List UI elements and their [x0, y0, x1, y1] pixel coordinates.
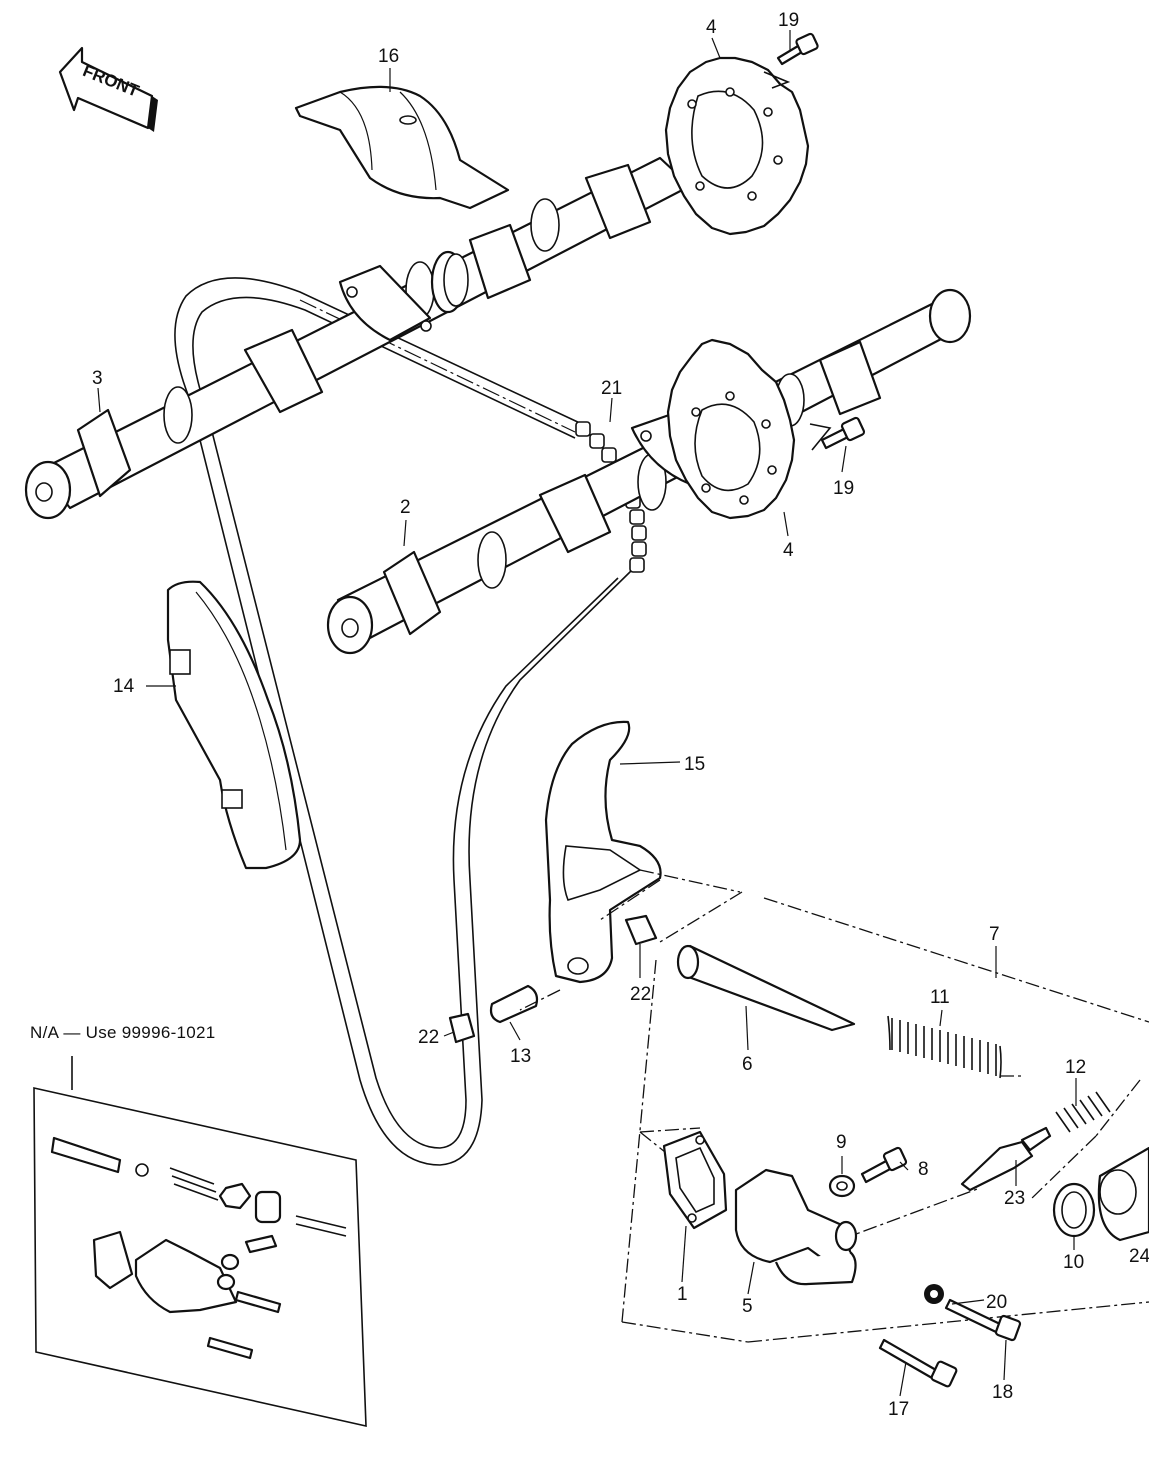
part-19-sprocket-bolt-lower[interactable] — [809, 416, 866, 451]
callout-13[interactable]: 13 — [510, 1046, 531, 1067]
callout-19-lower[interactable]: 19 — [833, 478, 854, 499]
part-22-rubber-damper-left[interactable] — [448, 1012, 476, 1044]
part-23-plunger[interactable] — [960, 1126, 1052, 1192]
callout-7[interactable]: 7 — [989, 924, 1000, 945]
callout-14[interactable]: 14 — [113, 676, 135, 697]
assembly-leader-lines — [519, 869, 1149, 1343]
callout-18[interactable]: 18 — [992, 1382, 1013, 1403]
callout-22-left[interactable]: 22 — [418, 1027, 439, 1048]
part-13-pin[interactable] — [489, 984, 539, 1024]
callout-3[interactable]: 3 — [92, 368, 103, 389]
part-8-bolt[interactable] — [860, 1146, 908, 1184]
callout-22-right[interactable]: 22 — [630, 984, 651, 1005]
callout-15[interactable]: 15 — [684, 754, 705, 775]
callout-12[interactable]: 12 — [1065, 1057, 1086, 1078]
part-17-bolt[interactable] — [878, 1338, 958, 1388]
callout-23[interactable]: 23 — [1004, 1188, 1025, 1209]
callout-4-upper[interactable]: 4 — [706, 17, 717, 38]
callout-20[interactable]: 20 — [986, 1292, 1007, 1313]
callout-17[interactable]: 17 — [888, 1399, 909, 1420]
callout-11[interactable]: 11 — [930, 987, 950, 1008]
part-20-washer[interactable] — [924, 1284, 944, 1304]
part-16-camshaft-cap-cover[interactable] — [294, 85, 510, 210]
callout-21[interactable]: 21 — [601, 378, 622, 399]
part-11-spring[interactable] — [887, 1015, 1002, 1079]
callout-5[interactable]: 5 — [742, 1296, 753, 1317]
part-9-washer[interactable] — [828, 1174, 856, 1198]
callout-labels: 1 2 3 4 4 5 6 7 8 9 10 11 12 13 14 15 16… — [92, 10, 1149, 1420]
part-12-spring[interactable] — [1055, 1091, 1111, 1133]
part-19-sprocket-bolt-upper[interactable] — [763, 32, 819, 89]
part-2-camshaft[interactable] — [326, 288, 972, 655]
callout-6[interactable]: 6 — [742, 1054, 753, 1075]
na-replacement-note: N/A — Use 99996-1021 — [30, 1023, 216, 1042]
callout-19-upper[interactable]: 19 — [778, 10, 799, 31]
part-24-sleeve[interactable] — [1097, 1146, 1149, 1242]
callout-16[interactable]: 16 — [378, 46, 399, 67]
callout-9[interactable]: 9 — [836, 1132, 847, 1153]
part-4-sprocket-upper[interactable] — [664, 56, 810, 236]
callout-2[interactable]: 2 — [400, 497, 411, 518]
part-3-camshaft[interactable] — [24, 156, 692, 520]
part-6-push-rod[interactable] — [676, 944, 856, 1032]
part-22-rubber-damper-right[interactable] — [624, 914, 658, 946]
part-14-chain-guide-rear[interactable] — [166, 580, 302, 870]
part-5-tensioner-body[interactable] — [734, 1168, 858, 1286]
part-15-chain-guide-tensioner[interactable] — [544, 720, 662, 984]
part-4-sprocket-lower[interactable] — [666, 338, 796, 520]
part-1-gasket[interactable] — [662, 1130, 728, 1230]
callout-4-lower[interactable]: 4 — [783, 540, 794, 561]
callout-leader-lines — [97, 30, 1077, 1397]
callout-8[interactable]: 8 — [918, 1159, 929, 1180]
part-18-bolt[interactable] — [944, 1298, 1022, 1342]
callout-1[interactable]: 1 — [677, 1284, 688, 1305]
part-10-washer[interactable] — [1052, 1182, 1096, 1238]
callout-24[interactable]: 24 — [1129, 1246, 1149, 1267]
front-arrow-icon: FRONT — [58, 46, 158, 132]
callout-10[interactable]: 10 — [1063, 1252, 1084, 1273]
inset-na-tensioner-assembly — [33, 1056, 367, 1428]
